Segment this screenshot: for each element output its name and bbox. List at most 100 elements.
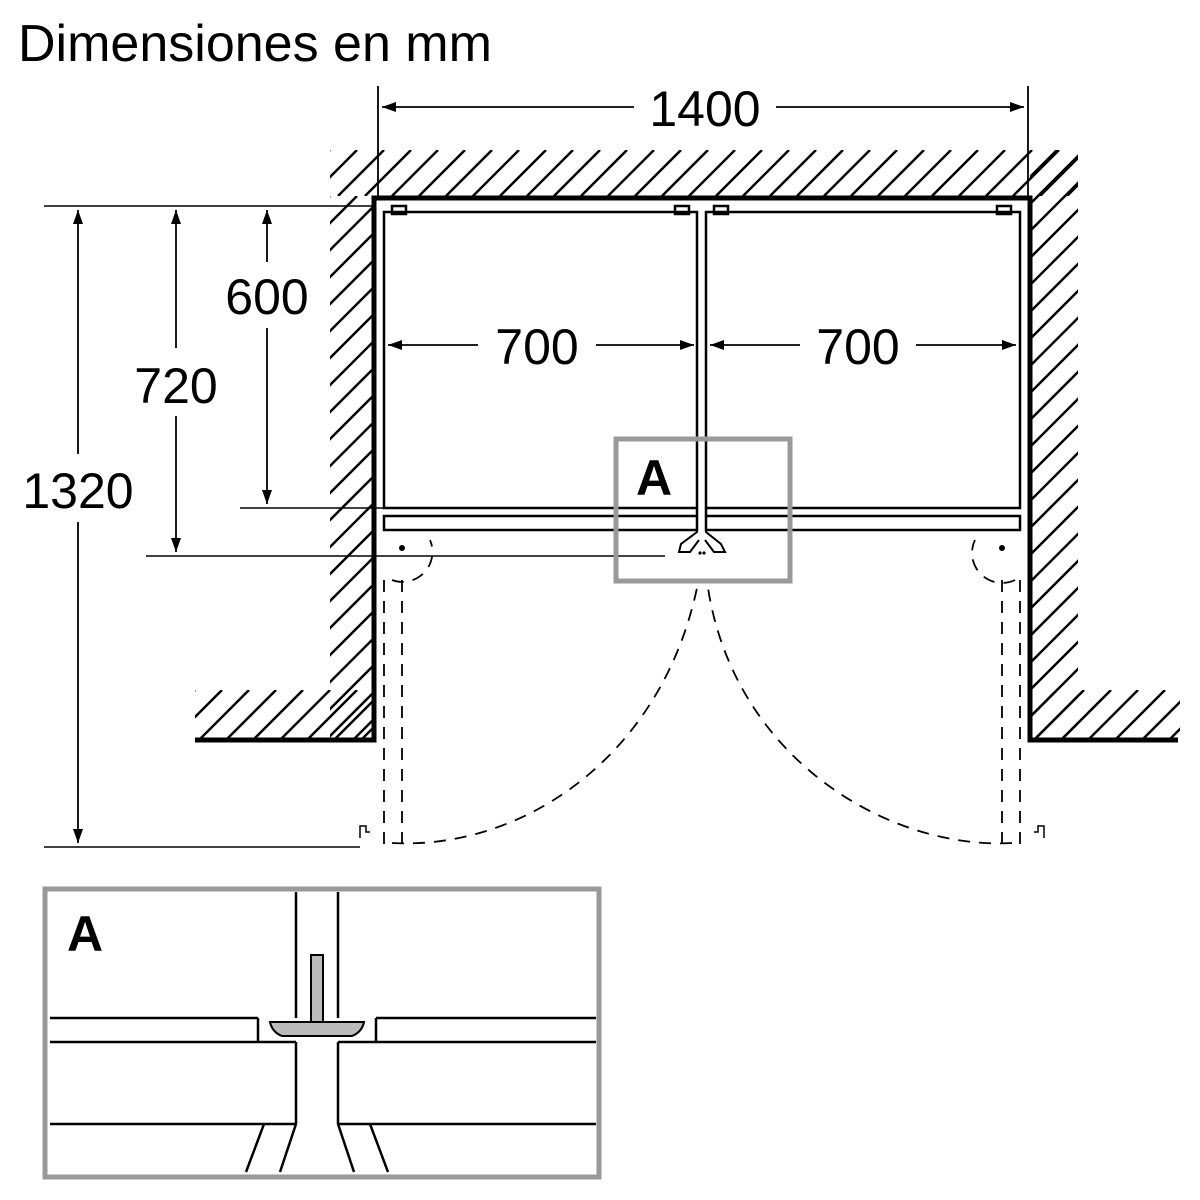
- appliance-bodies: [382, 204, 1022, 516]
- hatch-line: [330, 663, 374, 711]
- hatch-line: [553, 150, 601, 196]
- hatch-line: [1030, 667, 1078, 719]
- hatch-line: [461, 196, 1005, 740]
- center-hinge-bracket: [677, 516, 727, 553]
- hatch-line: [526, 150, 574, 196]
- hatch-line: [1169, 150, 1200, 740]
- hatch-line: [1142, 150, 1200, 740]
- door-swing-arcs: [383, 539, 1021, 845]
- label-detail-a-inset: A: [67, 906, 103, 962]
- hatch-line: [742, 150, 790, 196]
- hatch-line: [1196, 150, 1200, 740]
- hatch-line: [330, 501, 374, 549]
- hatch-line: [195, 690, 196, 692]
- hatch-line: [1030, 640, 1078, 692]
- hatch-line: [364, 150, 412, 196]
- label-depth-body: 600: [225, 269, 308, 325]
- hatch-line: [904, 150, 952, 196]
- hatch-line: [715, 150, 763, 196]
- hatch-line: [1033, 690, 1085, 740]
- detail-a-inset: A: [42, 886, 602, 1180]
- hatch-line: [542, 196, 1086, 740]
- hatch-line: [893, 196, 1200, 740]
- hatch-line: [1168, 727, 1180, 740]
- hatch-line: [731, 196, 1200, 740]
- hatch-line: [688, 150, 736, 196]
- hatch-line: [1030, 150, 1031, 152]
- diagram-title: Dimensiones en mm: [18, 15, 492, 73]
- wall-hatching: [195, 150, 1200, 740]
- hatch-line: [623, 196, 1167, 740]
- hatch-line: [225, 690, 277, 740]
- hatch-line: [580, 150, 628, 196]
- hatch-line: [1094, 150, 1140, 196]
- hatch-line: [198, 690, 250, 740]
- hatch-line: [391, 150, 439, 196]
- hatch-line: [1030, 370, 1078, 422]
- hatch-line: [823, 150, 871, 196]
- niche-outline: [195, 195, 1178, 743]
- hatch-line: [1066, 183, 1078, 196]
- label-detail-a: A: [636, 450, 672, 506]
- hatch-line: [1030, 208, 1078, 260]
- hatch-line: [769, 150, 817, 196]
- hatch-line: [1030, 532, 1078, 584]
- hatch-line: [634, 150, 682, 196]
- hatch-line: [704, 196, 1200, 740]
- hatch-line: [1030, 181, 1078, 233]
- hatch-line: [1030, 289, 1078, 341]
- hatch-line: [1030, 316, 1078, 368]
- hatch-line: [333, 698, 374, 740]
- hatch-line: [330, 447, 374, 495]
- hatch-line: [360, 725, 374, 740]
- hatch-line: [985, 150, 1033, 196]
- hatch-line: [796, 150, 844, 196]
- hatch-line: [1030, 505, 1078, 557]
- detail-a-marker: [613, 436, 793, 584]
- hatch-line: [472, 150, 520, 196]
- hatch-line: [388, 690, 438, 740]
- hatch-line: [958, 150, 1006, 196]
- hatch-line: [850, 150, 898, 196]
- hinge-pin: [310, 954, 324, 1026]
- hatch-line: [418, 150, 466, 196]
- hatch-line: [445, 150, 493, 196]
- hatch-line: [407, 196, 951, 740]
- hatch-line: [1121, 150, 1167, 196]
- hatch-line: [330, 636, 374, 684]
- dimension-total-width: [377, 86, 1029, 196]
- hatch-line: [758, 196, 1200, 740]
- hatch-line: [785, 196, 1200, 740]
- label-depth-handle: 720: [134, 358, 217, 414]
- hatch-line: [330, 420, 374, 468]
- hatch-line: [607, 150, 655, 196]
- hatch-line: [330, 474, 374, 522]
- hatch-line: [415, 690, 465, 740]
- hatch-line: [1060, 690, 1112, 740]
- hatch-line: [1030, 343, 1078, 395]
- hatch-line: [1114, 690, 1166, 740]
- hatch-line: [252, 690, 304, 740]
- hatch-line: [596, 196, 1140, 740]
- label-depth-open: 1320: [22, 463, 133, 519]
- hinge-plate: [268, 1021, 366, 1037]
- hatch-line: [195, 690, 223, 719]
- hatch-line: [1196, 690, 1200, 740]
- hatch-line: [1088, 150, 1200, 740]
- hatch-line: [330, 150, 331, 152]
- hatch-line: [330, 150, 358, 179]
- hatch-line: [1087, 690, 1139, 740]
- hatch-line: [1030, 451, 1078, 503]
- label-door-width-right: 700: [816, 319, 899, 375]
- hatch-line: [1030, 262, 1078, 314]
- doors: [382, 514, 1022, 532]
- hatch-line: [1060, 721, 1078, 740]
- hatch-line: [279, 690, 331, 740]
- hatch-line: [1030, 150, 1058, 179]
- hatch-line: [330, 609, 374, 657]
- hatch-line: [661, 150, 709, 196]
- hatch-line: [650, 196, 1194, 740]
- hatch-line: [1030, 613, 1078, 665]
- depth-extension-lines: [44, 205, 665, 848]
